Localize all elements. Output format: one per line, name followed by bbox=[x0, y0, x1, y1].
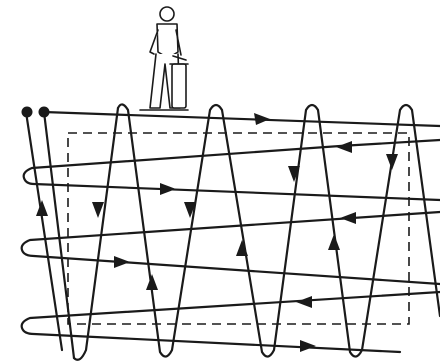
path-sweep-1 bbox=[44, 112, 440, 126]
arrow-sweep-4-left bbox=[296, 296, 312, 308]
arrow-sweep-2-left bbox=[336, 141, 352, 153]
arrow-left-ascent bbox=[36, 200, 48, 216]
path-sweep-4 bbox=[22, 292, 440, 352]
start-dot bbox=[22, 107, 33, 118]
arrow-sweep-1-right bbox=[254, 113, 270, 125]
end-dot bbox=[39, 107, 50, 118]
arrow-sweep-3-right bbox=[114, 256, 130, 268]
path-endpoints bbox=[22, 107, 50, 118]
arrow-sweep-3-left bbox=[340, 212, 356, 224]
arrow-zigzag-down-1 bbox=[92, 202, 104, 218]
arrow-zigzag-up-1 bbox=[146, 274, 158, 290]
arrow-sweep-2-right bbox=[160, 183, 176, 195]
arrow-zigzag-up-3 bbox=[328, 234, 340, 250]
arrow-sweep-4-right bbox=[300, 340, 316, 352]
path-segment-left-descent-2 bbox=[26, 112, 62, 350]
mowing-path bbox=[22, 104, 440, 359]
arrow-zigzag-up-2 bbox=[236, 240, 248, 256]
path-segment-left-descent bbox=[44, 112, 74, 358]
person-with-mower-icon bbox=[140, 7, 188, 110]
arrow-zigzag-down-4 bbox=[386, 154, 398, 170]
